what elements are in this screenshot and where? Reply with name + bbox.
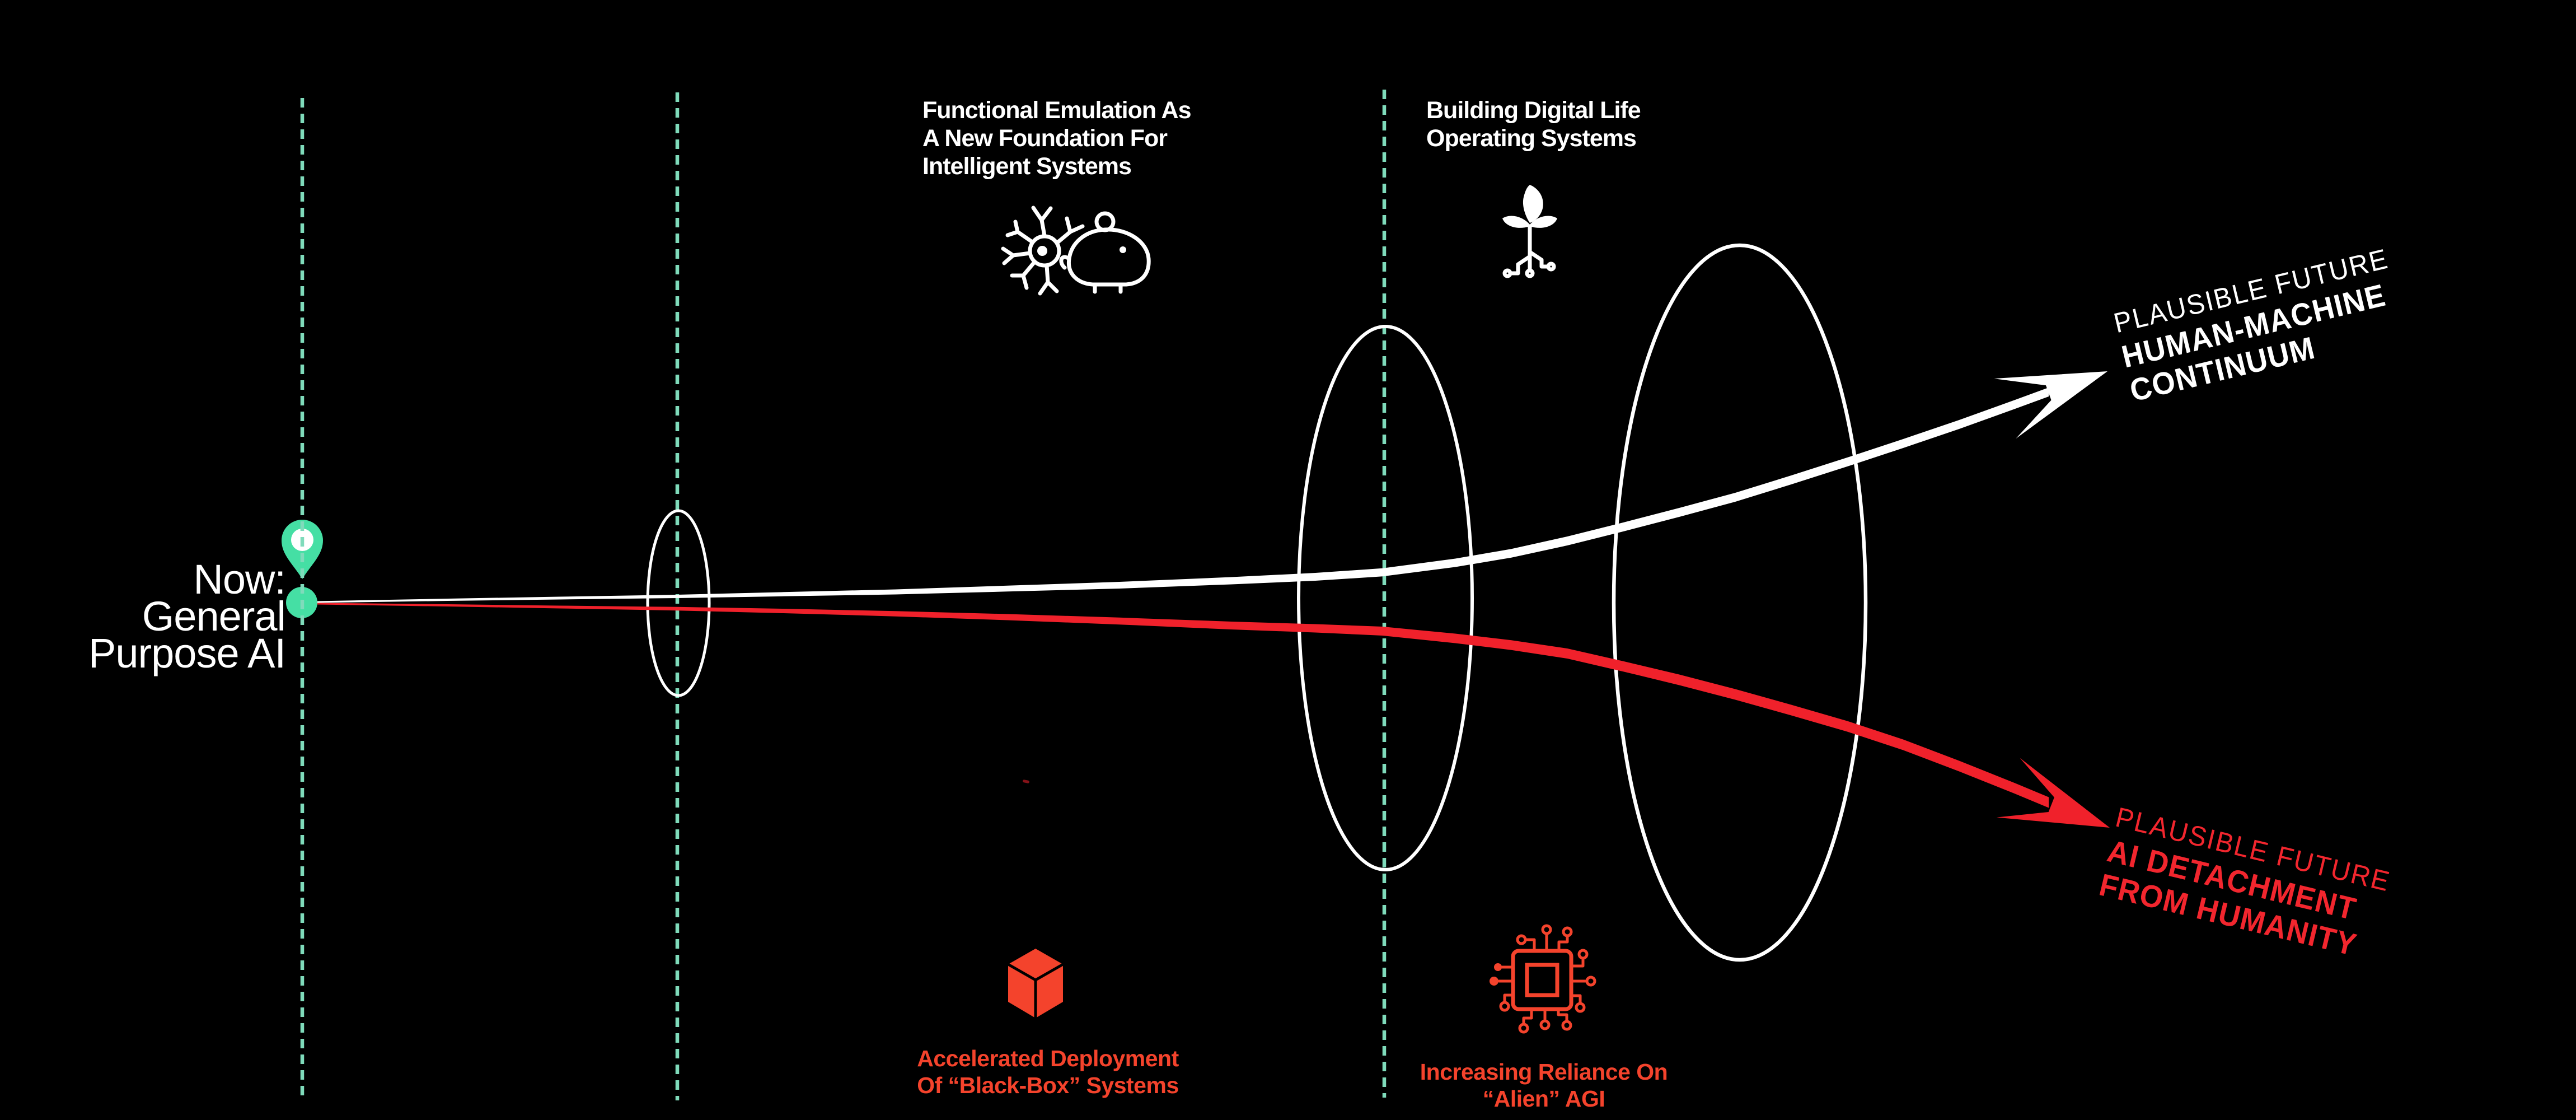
now-label-line-1: Now: [193, 556, 286, 603]
milestone-title-digital-life-os: Building Digital Life Operating Systems [1426, 96, 1641, 152]
driver-1-line-2: Of “Black-Box” Systems [917, 1072, 1179, 1098]
now-label-line-2: General [142, 593, 286, 640]
red-arrowhead-icon [1996, 758, 2110, 828]
alien-agi-chip-icon [1490, 924, 1596, 1034]
milestone-2-line-2: Operating Systems [1426, 125, 1637, 152]
milestone-title-functional-emulation: Functional Emulation As A New Foundation… [922, 96, 1191, 180]
driver-2-line-1: Increasing Reliance On [1420, 1059, 1668, 1085]
black-box-cube-icon [1007, 949, 1064, 1018]
milestone-2-line-1: Building Digital Life [1426, 97, 1641, 124]
lens-ellipse-large [1612, 243, 1868, 962]
driver-title-alien-agi: Increasing Reliance On “Alien” AGI [1387, 1058, 1701, 1112]
driver-title-black-box: Accelerated Deployment Of “Black-Box” Sy… [891, 1045, 1205, 1099]
human-machine-trajectory [317, 371, 2107, 603]
milestone-1-line-3: Intelligent Systems [922, 153, 1132, 180]
now-label-line-3: Purpose AI [88, 630, 286, 676]
lens-ellipse-medium [1297, 325, 1474, 871]
ai-detachment-trajectory [317, 603, 2110, 828]
driver-2-line-2: “Alien” AGI [1482, 1086, 1605, 1112]
milestone-1-line-1: Functional Emulation As [922, 97, 1191, 124]
white-arrowhead-icon [1994, 371, 2107, 439]
milestone-1-line-2: A New Foundation For [922, 125, 1168, 152]
neuron-mouse-icon [1001, 206, 1151, 296]
lens-ellipse-small [646, 509, 711, 697]
driver-1-line-1: Accelerated Deployment [917, 1046, 1179, 1071]
now-label: Now: General Purpose AI [73, 556, 286, 676]
plant-circuit-icon [1502, 185, 1557, 278]
